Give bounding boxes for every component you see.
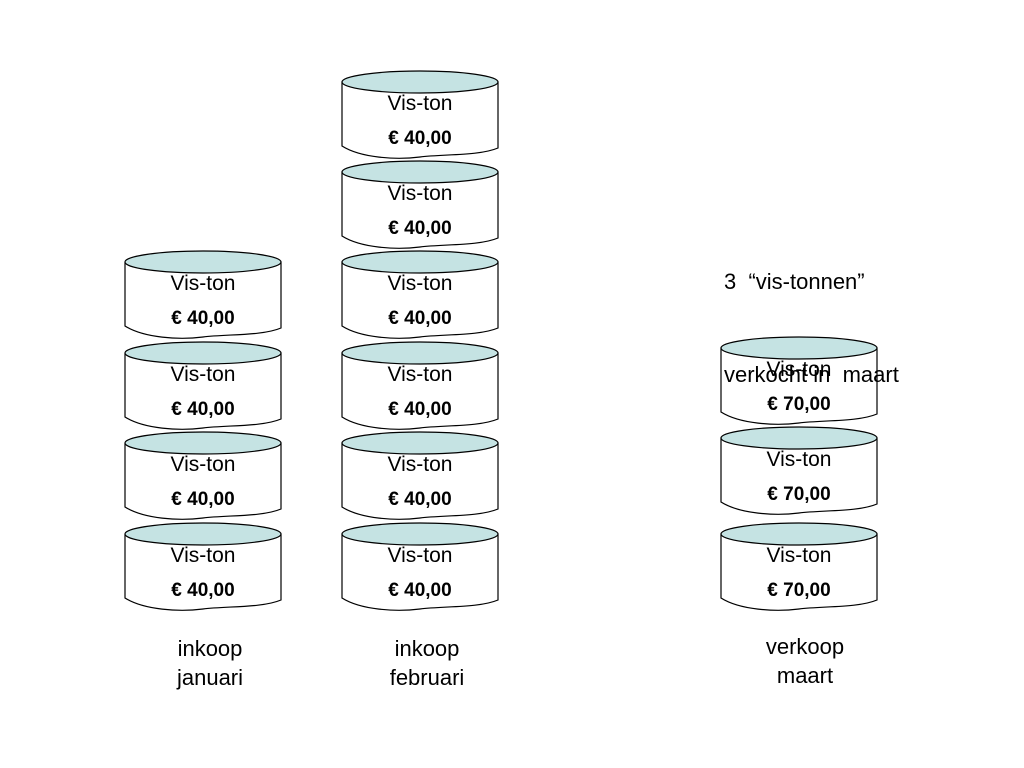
barrel-price-label: € 70,00	[767, 580, 831, 601]
barrel-price-label: € 40,00	[171, 489, 235, 510]
barrel-icon	[341, 341, 499, 430]
barrel-lid	[341, 522, 499, 546]
barrel-body	[124, 534, 282, 611]
barrel-body	[124, 443, 282, 520]
barrel-body	[720, 348, 878, 425]
barrel-februari-5: Vis-ton € 40,00	[341, 160, 499, 256]
barrel-body	[341, 172, 499, 249]
barrel-body	[720, 438, 878, 515]
barrel-icon	[341, 522, 499, 611]
barrel-body	[341, 353, 499, 430]
barrel-icon	[124, 522, 282, 611]
barrel-body	[341, 534, 499, 611]
barrel-lid	[720, 336, 878, 360]
barrel-icon	[341, 70, 499, 159]
barrel-icon	[124, 431, 282, 520]
barrel-icon	[341, 431, 499, 520]
barrel-price-label: € 40,00	[388, 580, 452, 601]
barrel-maart-3: Vis-ton € 70,00	[720, 336, 878, 432]
barrel-lid	[341, 431, 499, 455]
barrel-februari-2: Vis-ton € 40,00	[341, 431, 499, 527]
barrel-name-label: Vis-ton	[387, 544, 453, 567]
barrel-body	[720, 534, 878, 611]
barrel-name-label: Vis-ton	[387, 182, 453, 205]
barrel-price-label: € 40,00	[171, 308, 235, 329]
caption-februari-line-1: inkoop	[394, 636, 460, 661]
barrel-body	[124, 353, 282, 430]
barrel-price-label: € 40,00	[388, 489, 452, 510]
barrel-icon	[720, 336, 878, 425]
barrel-lid	[720, 522, 878, 546]
barrel-lid	[341, 70, 499, 94]
barrel-lid	[124, 341, 282, 365]
caption-maart: verkoop maart	[735, 632, 875, 690]
caption-februari: inkoop februari	[357, 634, 497, 692]
barrel-januari-4: Vis-ton € 40,00	[124, 250, 282, 346]
barrel-body	[341, 262, 499, 339]
barrel-lid	[341, 250, 499, 274]
barrel-februari-3: Vis-ton € 40,00	[341, 341, 499, 437]
barrel-price-label: € 40,00	[388, 308, 452, 329]
caption-maart-line-2: maart	[776, 663, 834, 688]
caption-januari-line-2: januari	[176, 665, 244, 690]
barrel-lid	[341, 341, 499, 365]
barrel-name-label: Vis-ton	[387, 363, 453, 386]
barrel-name-label: Vis-ton	[170, 453, 236, 476]
barrel-lid	[124, 431, 282, 455]
barrel-januari-1: Vis-ton € 40,00	[124, 522, 282, 618]
barrel-januari-3: Vis-ton € 40,00	[124, 341, 282, 437]
barrel-icon	[124, 341, 282, 430]
barrel-maart-1: Vis-ton € 70,00	[720, 522, 878, 618]
barrel-price-label: € 40,00	[388, 218, 452, 239]
barrel-name-label: Vis-ton	[387, 453, 453, 476]
barrel-lid	[720, 426, 878, 450]
barrel-price-label: € 40,00	[388, 399, 452, 420]
barrel-price-label: € 70,00	[767, 484, 831, 505]
caption-januari-line-1: inkoop	[177, 636, 243, 661]
barrel-februari-6: Vis-ton € 40,00	[341, 70, 499, 166]
sales-note-line-2: verkocht in maart	[724, 362, 899, 387]
barrel-icon	[341, 160, 499, 249]
barrel-icon	[720, 522, 878, 611]
barrel-price-label: € 40,00	[171, 580, 235, 601]
barrel-lid	[341, 160, 499, 184]
barrel-body	[341, 443, 499, 520]
barrel-februari-4: Vis-ton € 40,00	[341, 250, 499, 346]
barrel-icon	[124, 250, 282, 339]
barrel-name-label: Vis-ton	[766, 544, 832, 567]
barrel-name-label: Vis-ton	[170, 544, 236, 567]
sales-note: 3 “vis-tonnen” verkocht in maart	[724, 204, 899, 452]
barrel-maart-2: Vis-ton € 70,00	[720, 426, 878, 522]
sales-note-line-1: 3 “vis-tonnen”	[724, 269, 865, 294]
barrel-price-label: € 70,00	[767, 394, 831, 415]
barrel-price-label: € 40,00	[171, 399, 235, 420]
barrel-name-label: Vis-ton	[766, 358, 832, 381]
barrel-name-label: Vis-ton	[766, 448, 832, 471]
barrel-name-label: Vis-ton	[170, 363, 236, 386]
caption-februari-line-2: februari	[389, 665, 465, 690]
barrel-name-label: Vis-ton	[387, 272, 453, 295]
barrel-body	[124, 262, 282, 339]
barrel-icon	[341, 250, 499, 339]
barrel-price-label: € 40,00	[388, 128, 452, 149]
barrel-lid	[124, 522, 282, 546]
barrel-body	[341, 82, 499, 159]
barrel-name-label: Vis-ton	[170, 272, 236, 295]
barrel-lid	[124, 250, 282, 274]
caption-maart-line-1: verkoop	[765, 634, 845, 659]
caption-januari: inkoop januari	[140, 634, 280, 692]
barrel-februari-1: Vis-ton € 40,00	[341, 522, 499, 618]
barrel-name-label: Vis-ton	[387, 92, 453, 115]
barrel-januari-2: Vis-ton € 40,00	[124, 431, 282, 527]
barrel-icon	[720, 426, 878, 515]
